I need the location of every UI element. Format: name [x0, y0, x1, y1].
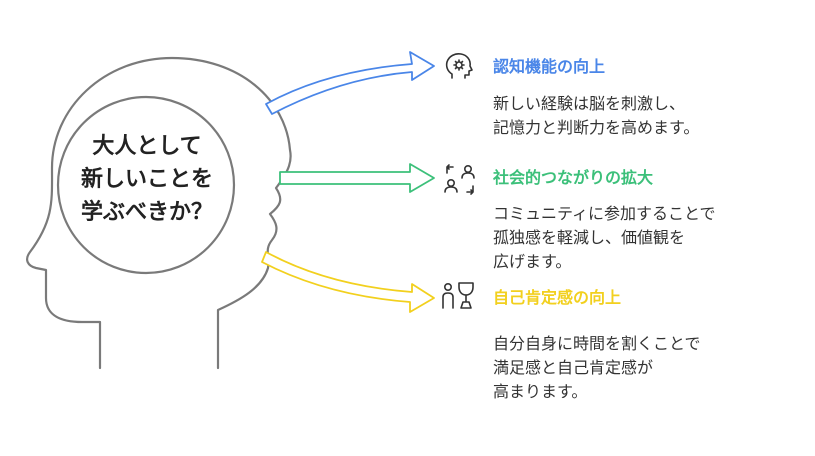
desc-line: 広げます。 — [493, 252, 572, 271]
desc-line: 高まります。 — [493, 382, 588, 401]
arrow-social — [279, 163, 435, 193]
item-title-social: 社会的つながりの拡大 — [493, 168, 654, 187]
desc-line: 新しい経験は脳を刺激し、 — [493, 94, 686, 113]
center-circle — [56, 95, 236, 275]
center-line-2: 新しいことを — [80, 167, 213, 192]
desc-line: 満足感と自己肯定感が — [493, 358, 654, 377]
people-exchange-icon — [444, 164, 475, 195]
desc-line: 自分自身に時間を割くことで — [493, 334, 701, 353]
item-title-self-esteem: 自己肯定感の向上 — [493, 288, 622, 307]
center-line-1: 大人として — [92, 134, 202, 159]
item-desc-social: コミュニティに参加することで 孤独感を軽減し、価値観を 広げます。 — [493, 202, 716, 274]
desc-line: コミュニティに参加することで — [493, 204, 716, 223]
arrow-self-esteem — [261, 251, 435, 313]
desc-line: 記憶力と判断力を高めます。 — [493, 118, 700, 137]
arrow-cognitive — [265, 51, 435, 115]
center-line-3: 学ぶべきか？ — [80, 200, 213, 225]
desc-line: 孤独感を軽減し、価値観を — [493, 228, 686, 247]
center-question: 大人として 新しいことを 学ぶべきか？ — [62, 130, 232, 229]
head-silhouette — [26, 56, 292, 370]
item-desc-cognitive: 新しい経験は脳を刺激し、 記憶力と判断力を高めます。 — [493, 92, 699, 140]
brain-gear-icon — [445, 53, 473, 79]
person-trophy-icon — [442, 282, 474, 309]
item-title-cognitive: 認知機能の向上 — [493, 57, 606, 76]
item-desc-self-esteem: 自分自身に時間を割くことで 満足感と自己肯定感が 高まります。 — [493, 332, 701, 404]
